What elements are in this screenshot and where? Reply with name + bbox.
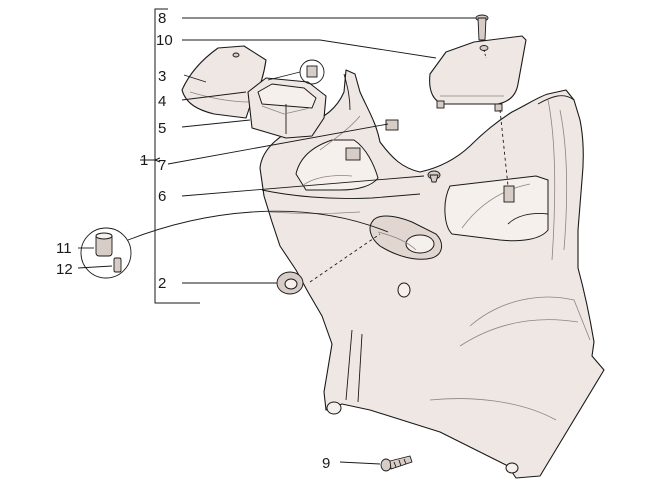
top-cover-flap [429,35,527,112]
screw-9 [380,455,413,472]
leader-lines [77,17,509,465]
clip-7 [345,119,399,161]
clip-4 [267,59,325,85]
callout-5: 5 [158,120,166,137]
inner-shield-panel [259,69,605,479]
callout-1: 1 [140,152,148,169]
group-bracket [140,8,200,304]
glove-box-lid [181,45,267,119]
callout-11: 11 [56,240,72,257]
grommet-2 [276,271,304,295]
glove-box-tray [247,77,327,139]
callout-9: 9 [322,455,330,472]
callout-2: 2 [158,275,166,292]
callout-3: 3 [158,68,166,85]
callout-7: 7 [158,157,166,174]
callout-4: 4 [158,93,166,110]
lock-magnifier [80,210,389,279]
callout-8: 8 [158,10,166,27]
screw-8 [475,14,489,51]
side-clip [503,185,515,203]
callout-6: 6 [158,188,166,205]
callout-12: 12 [56,261,73,278]
screw-6 [427,170,441,183]
callout-10: 10 [156,32,173,49]
